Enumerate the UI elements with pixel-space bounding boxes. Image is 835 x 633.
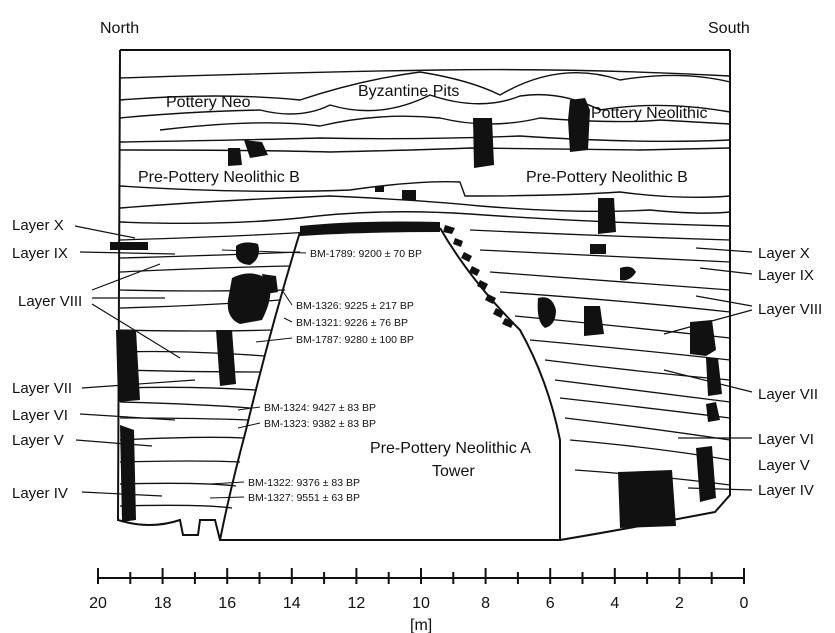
date-label: BM-1787: 9280 ± 100 BP xyxy=(296,334,414,346)
scale-tick-label: 2 xyxy=(675,595,684,612)
scale-tick-label: 0 xyxy=(740,595,749,612)
date-label: BM-1322: 9376 ± 83 BP xyxy=(248,477,360,489)
date-label: BM-1789: 9200 ± 70 BP xyxy=(310,248,422,260)
date-label: BM-1326: 9225 ± 217 BP xyxy=(296,300,414,312)
date-leaders xyxy=(209,249,307,499)
stones xyxy=(116,98,722,528)
right-layer-labels: Layer X Layer IX Layer VIII Layer VII La… xyxy=(758,245,822,499)
layer-label-right: Layer IX xyxy=(758,267,814,284)
scale-tick-label: 8 xyxy=(481,595,490,612)
pottery-neolithic-label: Pottery Neolithic xyxy=(591,105,708,122)
layer-label-left: Layer VII xyxy=(12,380,72,397)
right-leaders xyxy=(663,247,753,491)
layer-label-right: Layer IV xyxy=(758,482,814,499)
ppna-label-line1: Pre-Pottery Neolithic A xyxy=(370,440,531,457)
left-leaders xyxy=(74,225,196,497)
scale-tick-label: 16 xyxy=(218,595,236,612)
scale-unit-label: [m] xyxy=(410,617,432,633)
left-strata xyxy=(119,227,441,509)
scale-tick-label: 12 xyxy=(348,595,366,612)
layer-label-left: Layer V xyxy=(12,432,64,449)
layer-label-left: Layer VIII xyxy=(18,293,82,310)
layer-label-left: Layer VI xyxy=(12,407,68,424)
scale-tick-label: 10 xyxy=(412,595,430,612)
layer-label-left: Layer IX xyxy=(12,245,68,262)
scale-tick-label: 18 xyxy=(154,595,172,612)
ppnb-left-label: Pre-Pottery Neolithic B xyxy=(138,169,300,186)
date-label: BM-1324: 9427 ± 83 BP xyxy=(264,402,376,414)
scale-tick-label: 4 xyxy=(610,595,619,612)
layer-label-left: Layer IV xyxy=(12,485,68,502)
layer-label-right: Layer VII xyxy=(758,386,818,403)
tower-top-stones xyxy=(110,221,514,328)
tower-outline xyxy=(219,227,561,541)
north-label: North xyxy=(100,20,139,37)
date-label: BM-1323: 9382 ± 83 BP xyxy=(264,418,376,430)
pottery-neo-label: Pottery Neo xyxy=(166,94,251,111)
south-label: South xyxy=(708,20,750,37)
layer-label-right: Layer V xyxy=(758,457,810,474)
scale-tick-label: 6 xyxy=(546,595,555,612)
ppna-label-line2: Tower xyxy=(432,463,475,480)
layer-label-right: Layer VI xyxy=(758,431,814,448)
date-label: BM-1327: 9551 ± 63 BP xyxy=(248,492,360,504)
date-label: BM-1321: 9226 ± 76 BP xyxy=(296,317,408,329)
radiocarbon-dates: BM-1789: 9200 ± 70 BP BM-1326: 9225 ± 21… xyxy=(248,248,422,504)
layer-label-right: Layer X xyxy=(758,245,810,262)
byzantine-pits-label: Byzantine Pits xyxy=(358,83,459,100)
scale-tick-label: 14 xyxy=(283,595,301,612)
scale-tick-label: 20 xyxy=(89,595,107,612)
left-layer-labels: Layer X Layer IX Layer VIII Layer VII La… xyxy=(12,217,82,502)
layer-label-left: Layer X xyxy=(12,217,64,234)
section-outline xyxy=(116,49,731,541)
upper-strata xyxy=(119,68,731,227)
ppnb-right-label: Pre-Pottery Neolithic B xyxy=(526,169,688,186)
layer-label-right: Layer VIII xyxy=(758,301,822,318)
